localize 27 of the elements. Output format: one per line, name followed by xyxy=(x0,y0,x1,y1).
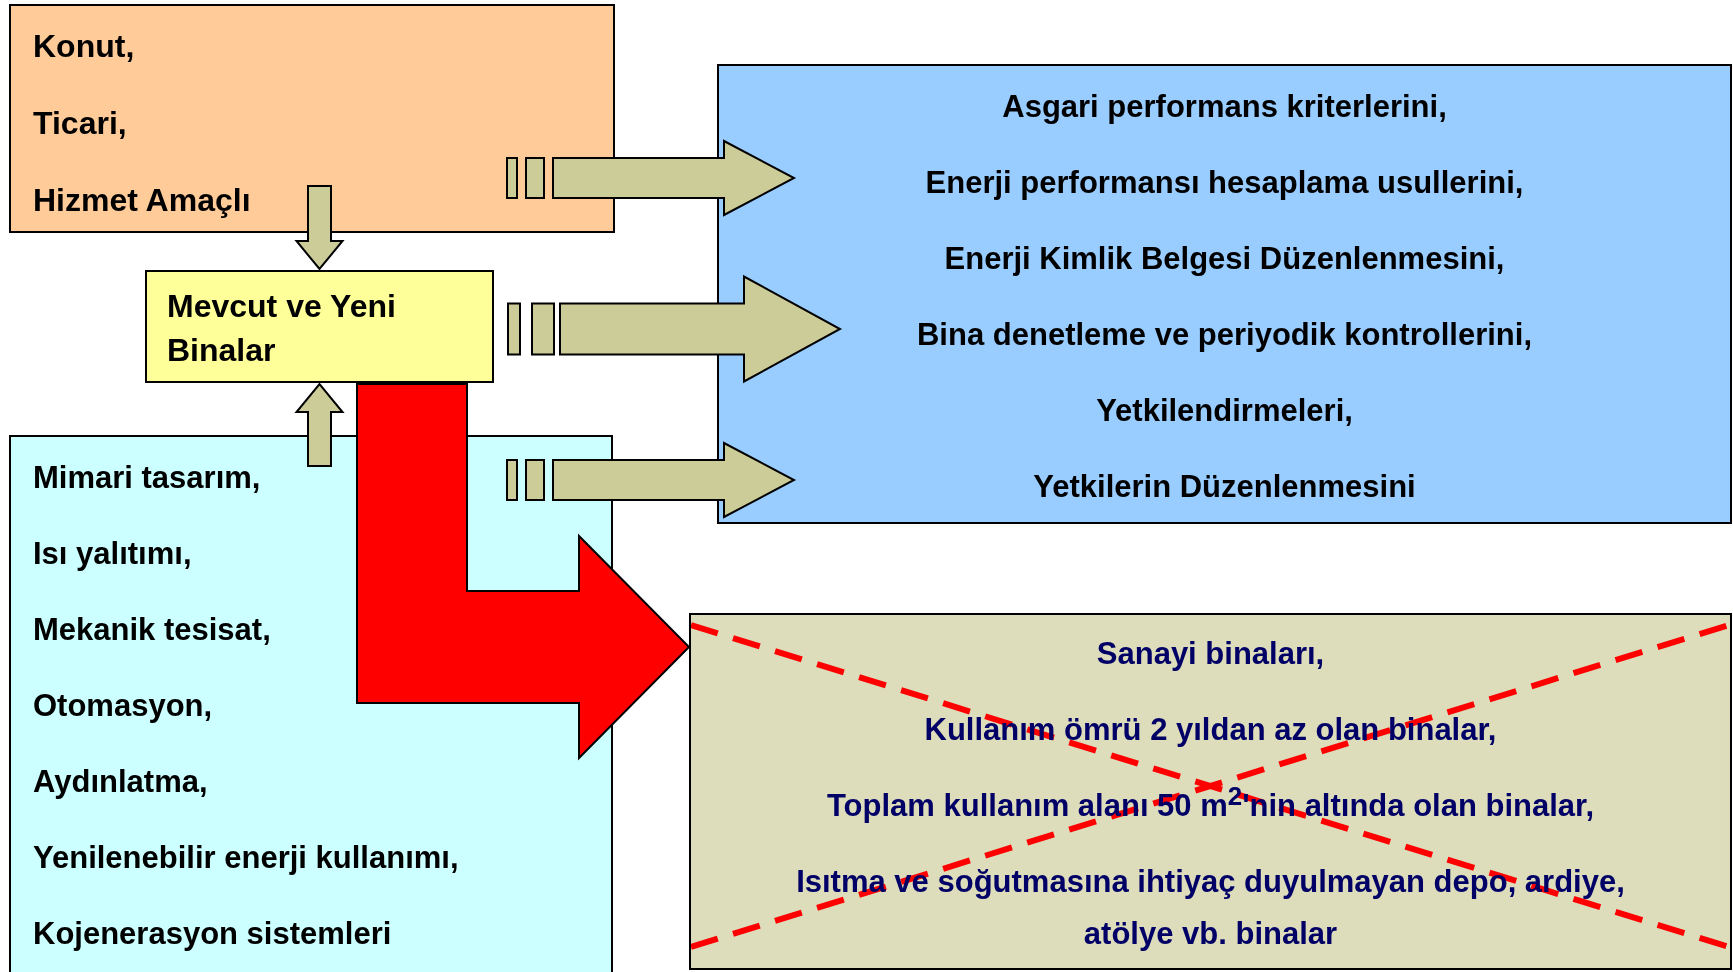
item-text: Asgari performans kriterlerini, xyxy=(1001,88,1448,126)
item-text: Hizmet Amaçlı xyxy=(33,181,252,220)
item-text: Yetkilerin Düzenlenmesini xyxy=(1032,468,1417,506)
item-text: Mimari tasarım, xyxy=(33,459,262,497)
text-box xyxy=(145,270,494,383)
text-box xyxy=(9,4,615,233)
block-arrow xyxy=(507,274,843,384)
block-arrow xyxy=(294,185,345,271)
item-text: Yenilenebilir enerji kullanımı, xyxy=(33,839,460,877)
block-arrow xyxy=(506,139,797,217)
item-text: Bina denetleme ve periyodik kontrollerini, xyxy=(916,316,1533,354)
item-text: Otomasyon, xyxy=(33,687,214,725)
item-text: Yetkilendirmeleri, xyxy=(1095,392,1354,430)
block-arrow xyxy=(294,382,345,467)
item-text: Aydınlatma, xyxy=(33,763,209,801)
item-text: Ticari, xyxy=(33,104,128,143)
text-box xyxy=(717,64,1732,524)
item-text: Mevcut ve Yeni Binalar xyxy=(167,287,397,370)
item-text: Sanayi binaları, xyxy=(1095,635,1326,673)
item-text: Enerji Kimlik Belgesi Düzenlenmesini, xyxy=(943,240,1506,278)
item-text: Konut, xyxy=(33,27,136,66)
bent-block-arrow xyxy=(356,383,691,761)
item-text: Mekanik tesisat, xyxy=(33,611,272,649)
item-text: Isı yalıtımı, xyxy=(33,535,193,573)
item-text: Kojenerasyon sistemleri xyxy=(33,915,393,953)
block-arrow xyxy=(506,441,797,519)
item-text: Enerji performansı hesaplama usullerini, xyxy=(924,164,1525,202)
